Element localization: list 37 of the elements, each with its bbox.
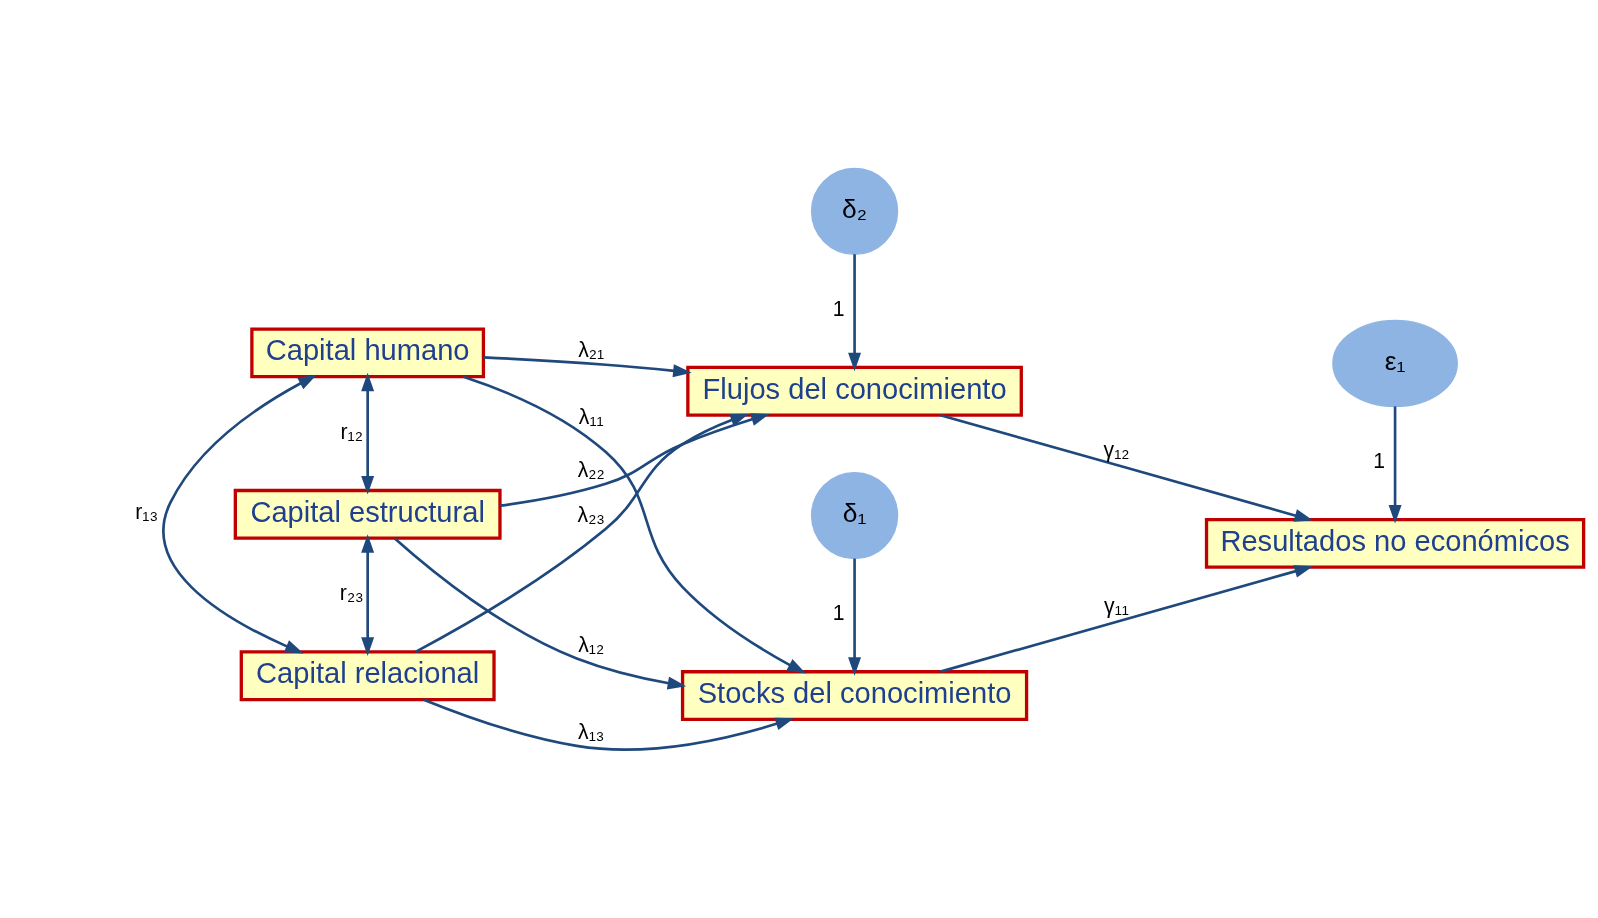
arrow: [483, 356, 692, 378]
edge-label: λ₁₃: [578, 719, 605, 743]
edge-label: γ₁₁: [1104, 594, 1129, 618]
edge-label: λ₁₂: [578, 632, 605, 656]
node-ellipse: ε₁: [1332, 319, 1458, 408]
edge-label: γ₁₂: [1103, 438, 1130, 462]
node-circle: δ₁: [810, 471, 899, 560]
edge-label: r₁₂: [340, 419, 363, 443]
edge-label: 1: [1373, 449, 1386, 473]
edge-label: λ₂₁: [578, 337, 605, 361]
node-circle: δ₂: [810, 167, 899, 255]
arrow: [414, 413, 749, 654]
edge-label: λ₁₁: [578, 405, 604, 429]
edge-label: r₂₃: [339, 581, 364, 605]
arrow: [500, 413, 770, 507]
edge-label: 1: [832, 296, 845, 320]
arrow: [940, 565, 1314, 673]
arrow: [162, 374, 317, 654]
node-box: Resultados no económicos: [1204, 517, 1586, 569]
node-box: Capital relacional: [239, 650, 496, 702]
edge-label: r₁₃: [135, 500, 159, 524]
edge-label: 1: [832, 601, 845, 625]
node-box: Stocks del conocimiento: [680, 670, 1029, 722]
arrow: [361, 372, 375, 495]
edge-label: λ₂₂: [577, 457, 605, 481]
arrow: [848, 558, 862, 676]
node-box: Capital humano: [250, 327, 486, 379]
arrow: [423, 698, 795, 751]
node-box: Capital estructural: [233, 488, 502, 540]
arrow: [1388, 406, 1402, 524]
arrow: [463, 375, 806, 674]
arrow: [848, 254, 862, 372]
edge-label: λ₂₃: [577, 502, 605, 526]
node-box: Flujos del conocimiento: [686, 365, 1023, 417]
arrow: [393, 537, 687, 690]
arrow: [940, 413, 1314, 522]
arrow: [361, 534, 375, 656]
